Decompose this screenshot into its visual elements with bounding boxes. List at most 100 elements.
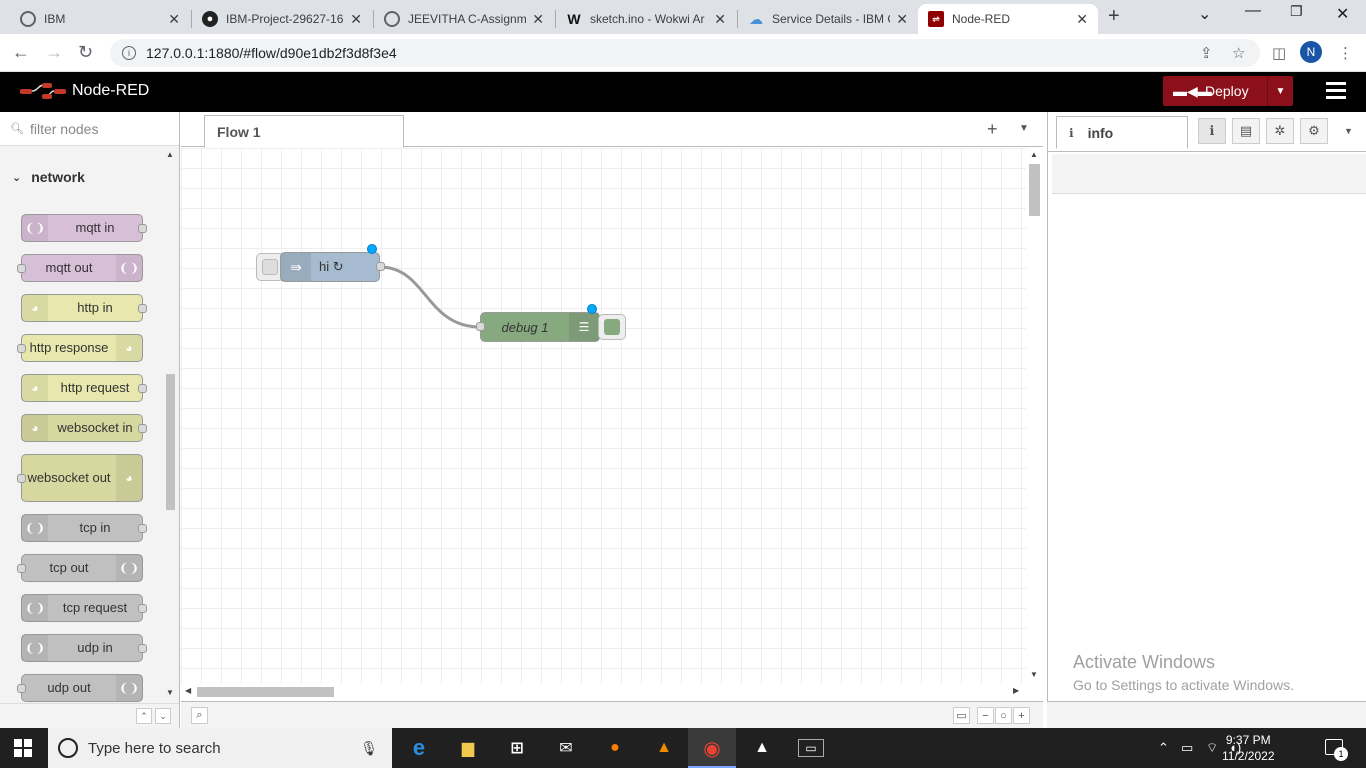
palette-node-udp-out[interactable]: udp out❨❩ <box>21 674 143 702</box>
close-icon[interactable]: ✕ <box>350 10 362 27</box>
inject-trigger-button[interactable] <box>256 253 284 281</box>
scroll-right-icon[interactable]: ▶ <box>1013 686 1020 695</box>
reload-button[interactable]: ↻ <box>78 42 94 62</box>
flow-canvas[interactable]: ⇛ hi ↻ debug 1 ☰ <box>181 148 1026 684</box>
browser-tab-node-red[interactable]: ⇌ Node-RED ✕ <box>918 4 1098 34</box>
canvas-horizontal-scrollbar[interactable]: ◀ ▶ <box>181 684 1026 700</box>
palette-node-websocket-in[interactable]: ◕websocket in <box>21 414 143 442</box>
close-icon[interactable]: ✕ <box>896 10 908 27</box>
navigator-map-icon[interactable]: ▭ <box>953 707 970 724</box>
site-info-icon[interactable]: i <box>122 46 136 60</box>
file-explorer-icon[interactable]: ▆ <box>461 740 475 757</box>
info-icon[interactable]: ℹ <box>1198 118 1226 144</box>
new-tab-button[interactable]: + <box>1108 5 1120 27</box>
back-button[interactable]: ← <box>12 42 30 62</box>
flow-wire[interactable] <box>379 265 481 329</box>
palette-node-websocket-out[interactable]: websocket out◕ <box>21 454 143 502</box>
zoom-out-icon[interactable]: − <box>977 707 994 724</box>
debug-toggle-button[interactable] <box>598 314 626 340</box>
canvas-vertical-scrollbar[interactable]: ▲ ▼ <box>1026 148 1043 684</box>
close-icon[interactable]: ✕ <box>714 10 726 27</box>
forward-button[interactable]: → <box>45 42 63 62</box>
scroll-up-icon[interactable]: ▲ <box>1030 150 1038 159</box>
mail-icon[interactable]: ✉ <box>559 740 573 757</box>
canvas-hscroll-thumb[interactable] <box>197 687 334 697</box>
browser-tab-github[interactable]: ● IBM-Project-29627-16 ✕ <box>192 4 372 34</box>
search-flows-icon[interactable]: ⌕ <box>191 707 208 724</box>
debug-bug-icon[interactable]: ✲ <box>1266 118 1294 144</box>
photos-icon[interactable]: ▲ <box>754 739 770 756</box>
tab-flow-1[interactable]: Flow 1 <box>204 115 404 148</box>
browser-tab-assignment[interactable]: JEEVITHA C-Assignme ✕ <box>374 4 554 34</box>
battery-icon[interactable]: ▭ <box>1181 740 1194 755</box>
palette-node-tcp-out[interactable]: tcp out❨❩ <box>21 554 143 582</box>
palette-node-http-in[interactable]: ◕http in <box>21 294 143 322</box>
tab-info[interactable]: ℹ info <box>1056 116 1188 149</box>
help-book-icon[interactable]: ▤ <box>1232 118 1260 144</box>
palette-node-mqtt-in[interactable]: ❨❩mqtt in <box>21 214 143 242</box>
gear-icon[interactable]: ⚙ <box>1300 118 1328 144</box>
taskbar-clock[interactable]: 9:37 PM 11/2/2022 <box>1222 732 1275 764</box>
url-field[interactable]: i 127.0.0.1:1880/#flow/d90e1db2f3d8f3e4 <box>110 39 1260 67</box>
chrome-taskbar-button-active[interactable]: ◉ <box>688 728 736 768</box>
microphone-icon[interactable]: 🎙︎ <box>360 740 378 756</box>
side-panel-icon[interactable]: ◫ <box>1272 45 1287 62</box>
restore-button[interactable]: ❐ <box>1290 3 1303 19</box>
clock-date: 11/2/2022 <box>1222 749 1275 763</box>
close-window-button[interactable]: ✕ <box>1336 6 1350 23</box>
deploy-button[interactable]: ▬◀▬ Deploy ▼ <box>1163 76 1293 106</box>
terminal-icon[interactable]: ▭ <box>798 739 824 757</box>
collapse-all-icon[interactable]: ⌃ <box>136 708 152 724</box>
browser-tab-ibm[interactable]: IBM ✕ <box>10 4 190 34</box>
hamburger-menu-icon[interactable] <box>1326 82 1346 103</box>
add-flow-button[interactable]: + <box>987 119 998 139</box>
zoom-in-icon[interactable]: + <box>1013 707 1030 724</box>
tray-overflow-chevron-icon[interactable]: ⌃ <box>1158 740 1169 755</box>
wifi-icon[interactable]: ⌔ <box>1206 740 1219 755</box>
tab-search-icon[interactable]: ⌄ <box>1198 6 1212 23</box>
inject-node[interactable]: ⇛ hi ↻ <box>280 252 380 282</box>
volume-icon[interactable]: ◖) <box>1229 740 1242 755</box>
palette-node-tcp-in[interactable]: ❨❩tcp in <box>21 514 143 542</box>
minimize-button[interactable]: — <box>1245 2 1261 19</box>
deploy-options-caret[interactable]: ▼ <box>1267 76 1293 106</box>
edge-browser-icon[interactable]: e <box>412 735 426 760</box>
close-icon[interactable]: ✕ <box>168 10 180 27</box>
profile-avatar[interactable]: N <box>1300 41 1322 63</box>
vlc-icon[interactable]: ▲ <box>656 739 672 756</box>
taskbar-search-box[interactable]: Type here to search 🎙︎ <box>48 728 392 768</box>
palette-node-http-response[interactable]: http response◕ <box>21 334 143 362</box>
browser-tab-wokwi[interactable]: W sketch.ino - Wokwi Ar ✕ <box>556 4 736 34</box>
sidebar-menu-caret-icon[interactable]: ▼ <box>1344 126 1353 136</box>
canvas-vscroll-thumb[interactable] <box>1029 164 1040 216</box>
filter-nodes-input[interactable]: 🔍︎ filter nodes <box>0 112 179 146</box>
windows-start-icon[interactable] <box>14 739 34 757</box>
palette-node-tcp-request[interactable]: ❨❩tcp request <box>21 594 143 622</box>
palette-scrollbar[interactable]: ▲ ▼ <box>164 148 177 700</box>
flow-list-caret-icon[interactable]: ▼ <box>1019 123 1029 134</box>
palette-output-port <box>138 424 147 433</box>
scroll-down-icon[interactable]: ▼ <box>166 688 174 697</box>
firefox-icon[interactable]: ● <box>610 739 620 756</box>
microsoft-store-icon[interactable]: ⊞ <box>510 740 524 757</box>
scroll-left-icon[interactable]: ◀ <box>185 686 192 695</box>
notification-center-icon[interactable]: 1 <box>1325 739 1348 761</box>
browser-tab-ibm-cloud[interactable]: ☁ Service Details - IBM C ✕ <box>738 4 918 34</box>
browser-menu-icon[interactable]: ⋮ <box>1338 45 1353 62</box>
zoom-reset-icon[interactable]: ○ <box>995 707 1012 724</box>
scroll-down-icon[interactable]: ▼ <box>1030 670 1038 679</box>
inject-output-port[interactable] <box>376 262 385 271</box>
palette-category-network[interactable]: ⌄ network <box>0 160 162 194</box>
close-icon[interactable]: ✕ <box>1076 10 1088 27</box>
palette-scroll-thumb[interactable] <box>166 374 175 510</box>
debug-input-port[interactable] <box>476 322 485 331</box>
debug-node[interactable]: debug 1 ☰ <box>480 312 600 342</box>
expand-all-icon[interactable]: ⌄ <box>155 708 171 724</box>
palette-node-mqtt-out[interactable]: mqtt out❨❩ <box>21 254 143 282</box>
scroll-up-icon[interactable]: ▲ <box>166 150 174 159</box>
close-icon[interactable]: ✕ <box>532 10 544 27</box>
palette-node-udp-in[interactable]: ❨❩udp in <box>21 634 143 662</box>
palette-node-http-request[interactable]: ◕http request <box>21 374 143 402</box>
share-icon[interactable]: ⇪ <box>1200 45 1213 62</box>
bookmark-star-icon[interactable]: ☆ <box>1232 45 1246 62</box>
